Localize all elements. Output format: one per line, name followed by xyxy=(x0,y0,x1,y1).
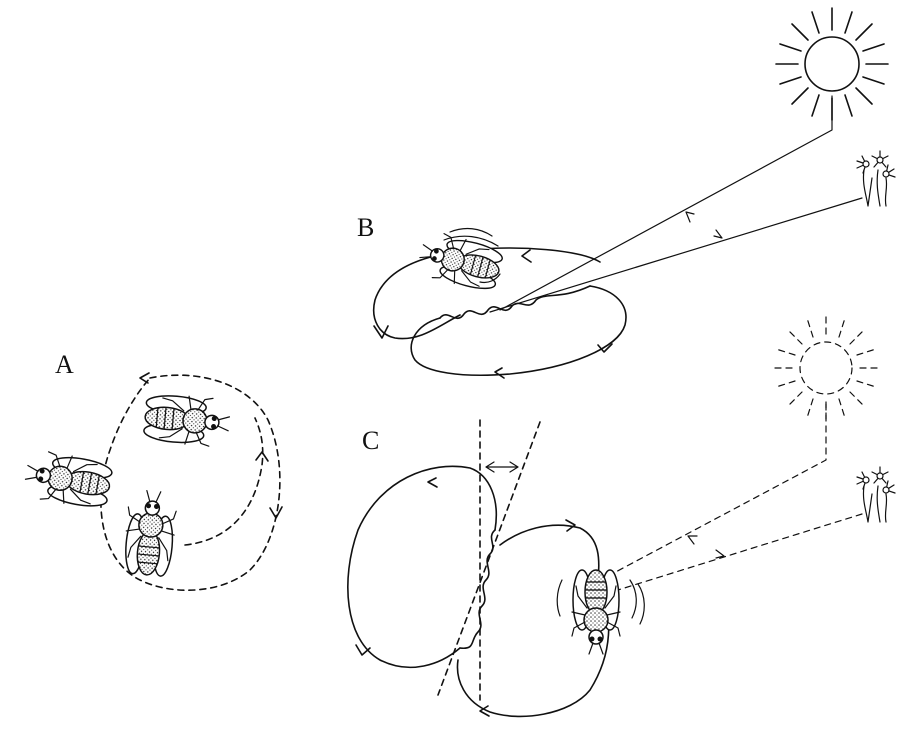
round-dance-arrow-2 xyxy=(270,507,282,518)
dancing-bee-a3 xyxy=(123,489,178,577)
waggle-arrow-c2 xyxy=(356,645,370,655)
waggle-arrow-b2 xyxy=(374,326,388,338)
flower-icon xyxy=(857,151,895,206)
sun-direction-line xyxy=(500,96,832,310)
sun-direction-dashed-line xyxy=(610,404,826,575)
dancing-bee-a1 xyxy=(143,393,231,448)
waggle-arrow-b4 xyxy=(495,368,504,378)
dancing-bee-c xyxy=(572,570,620,654)
dancing-bee-a2 xyxy=(23,449,114,511)
waggle-arrow-b1 xyxy=(522,250,531,262)
panel-label-c: C xyxy=(362,428,379,454)
angle-arrow-b xyxy=(686,212,722,238)
flower-direction-dashed-line xyxy=(618,514,862,590)
waggle-arrow-c1 xyxy=(428,478,437,487)
waggle-dance-vertical-panel xyxy=(348,314,895,716)
dancing-bee-b xyxy=(416,229,505,294)
waggle-dance-horizontal-panel xyxy=(374,8,895,378)
angle-arrow-c xyxy=(688,536,724,558)
flower-outline-icon xyxy=(857,467,895,522)
round-dance-panel xyxy=(23,373,282,590)
waggle-arrow-b3 xyxy=(598,344,612,352)
panel-label-a: A xyxy=(55,352,74,378)
angle-arc-c xyxy=(486,462,518,472)
panel-label-b: B xyxy=(357,215,374,241)
